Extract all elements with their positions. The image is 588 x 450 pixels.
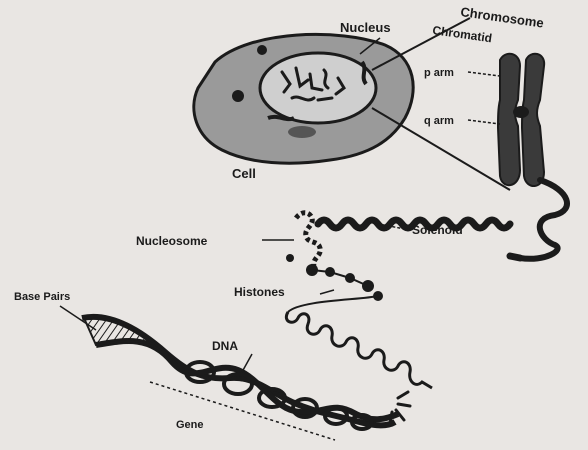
- chromatin-fiber: [520, 180, 567, 259]
- centromere: [513, 106, 529, 118]
- label-cell: Cell: [232, 166, 256, 181]
- label-p-arm: p arm: [424, 67, 454, 79]
- label-histones: Histones: [234, 285, 285, 299]
- label-nucleus: Nucleus: [340, 20, 391, 35]
- organelle: [257, 45, 267, 55]
- label-dna: DNA: [212, 339, 238, 353]
- organelle: [288, 126, 316, 138]
- label-chromatid: Chromatid: [432, 23, 493, 45]
- organelle: [268, 117, 294, 119]
- organelle: [232, 90, 244, 102]
- leader-q-arm: [468, 120, 500, 124]
- leader-p-arm: [468, 72, 500, 76]
- leader-dna: [242, 354, 252, 372]
- dna-end: [390, 392, 410, 424]
- label-nucleosome: Nucleosome: [136, 234, 208, 248]
- chromosome-illustration: [498, 54, 544, 186]
- cell-illustration: [194, 34, 413, 163]
- histones-cluster: [286, 254, 383, 301]
- leader-histones: [320, 290, 334, 294]
- chromatid: [498, 54, 520, 185]
- histone: [286, 254, 294, 262]
- label-base-pairs: Base Pairs: [14, 291, 70, 303]
- coiled-dna: [286, 312, 432, 388]
- double-helix: [82, 317, 398, 429]
- chromatid: [522, 54, 544, 186]
- label-solenoid: Solenoid: [412, 223, 463, 237]
- label-chromosome: Chromosome: [460, 4, 545, 31]
- label-gene: Gene: [176, 419, 204, 431]
- organelle: [362, 62, 366, 84]
- label-q-arm: q arm: [424, 115, 454, 127]
